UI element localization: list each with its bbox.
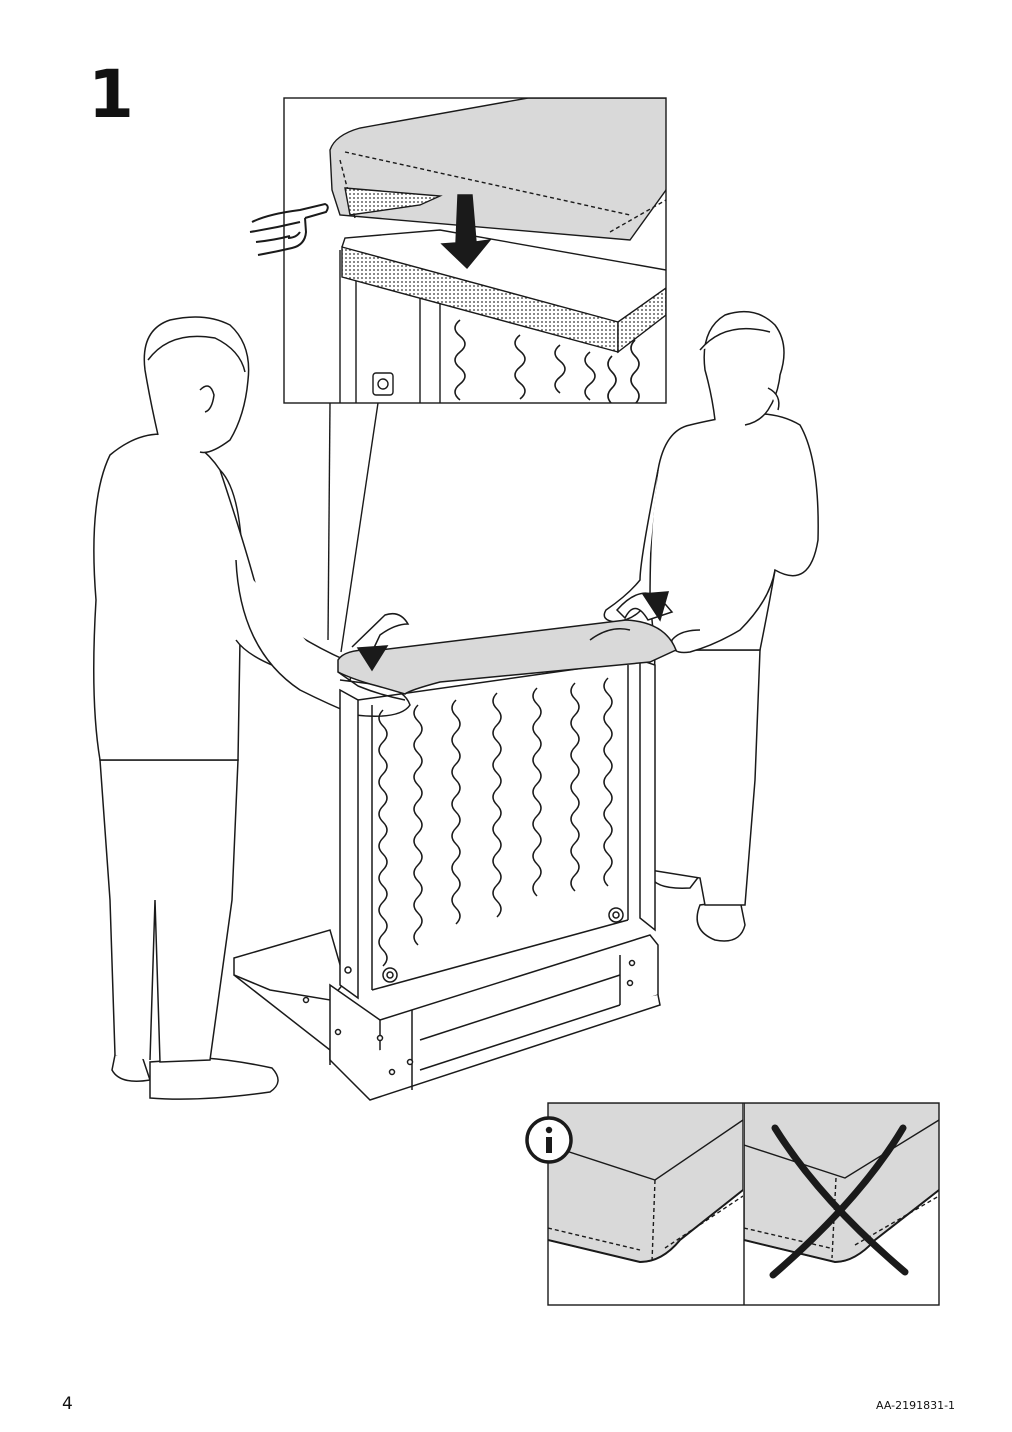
- left-person: [93, 316, 411, 1100]
- pointing-hand-icon: [249, 202, 329, 256]
- seat-cover: [337, 591, 677, 701]
- cross-mark: [771, 1124, 909, 1276]
- cushion-detail: [329, 98, 666, 241]
- zoom-detail: [249, 97, 667, 653]
- right-person: [603, 310, 819, 942]
- document-code: AA-2191831-1: [876, 1399, 956, 1412]
- step-number: 1: [88, 56, 134, 133]
- callout-line-right: [340, 402, 379, 653]
- springs: [378, 677, 613, 967]
- down-arrow-icon: [440, 194, 492, 270]
- sofa-frame: [233, 658, 661, 1101]
- info-panel: [525, 1102, 940, 1306]
- bolt-hole-icon: [372, 372, 394, 396]
- springs-detail: [454, 319, 640, 403]
- curved-arrow-left-icon: [351, 612, 410, 653]
- incorrect-corner-example: [744, 1103, 939, 1279]
- correct-corner-example: [548, 1103, 743, 1264]
- dotted-edge: [341, 246, 619, 353]
- page-number: 4: [62, 1394, 73, 1414]
- callout-line-left: [327, 402, 331, 641]
